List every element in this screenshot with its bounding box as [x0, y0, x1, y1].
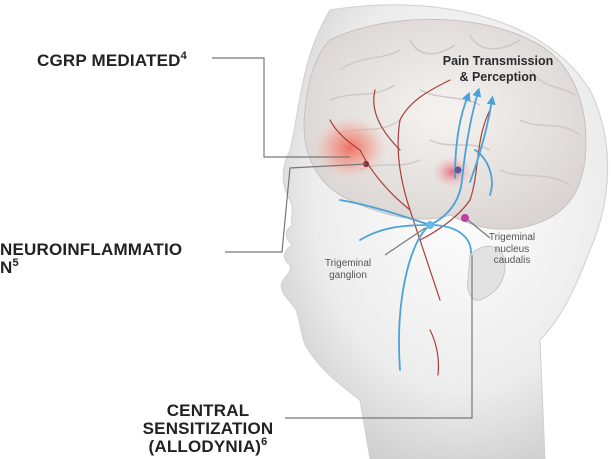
- trigeminal-nucleus-caudalis-label: Trigeminal nucleus caudalis: [484, 232, 540, 267]
- pain-line1: Pain Transmission: [418, 54, 578, 70]
- pain-line2: & Perception: [418, 70, 578, 86]
- neuroinflammation-callout: NEUROINFLAMMATIO N5: [0, 241, 182, 277]
- central-line1: CENTRAL: [128, 402, 288, 420]
- nucleus-hotspot: [432, 156, 472, 188]
- cgrp-hotspot: [312, 116, 388, 180]
- trigeminal-nucleus-dot: [461, 214, 469, 222]
- tnc-line1: Trigeminal: [484, 232, 540, 244]
- pain-transmission-label: Pain Transmission & Perception: [418, 54, 578, 85]
- nucleus-dot-2: [455, 167, 462, 174]
- cgrp-ref: 4: [181, 50, 187, 62]
- central-sensitization-callout: CENTRAL SENSITIZATION (ALLODYNIA)6: [128, 402, 288, 456]
- central-line3: (ALLODYNIA): [148, 437, 261, 456]
- central-ref: 6: [261, 436, 267, 448]
- cgrp-label: CGRP MEDIATED: [37, 51, 181, 70]
- tg-line1: Trigeminal: [318, 258, 378, 270]
- tnc-line3: caudalis: [484, 255, 540, 267]
- central-line2: SENSITIZATION: [128, 420, 288, 438]
- neuro-line2: N: [0, 258, 12, 277]
- neuro-ref: 5: [12, 257, 18, 269]
- trigeminal-ganglion-dot: [426, 221, 434, 229]
- tnc-line2: nucleus: [484, 244, 540, 256]
- cgrp-mediated-callout: CGRP MEDIATED4: [37, 52, 187, 70]
- tg-line2: ganglion: [318, 270, 378, 282]
- trigeminal-ganglion-label: Trigeminal ganglion: [318, 258, 378, 281]
- neuro-line1: NEUROINFLAMMATIO: [0, 241, 182, 259]
